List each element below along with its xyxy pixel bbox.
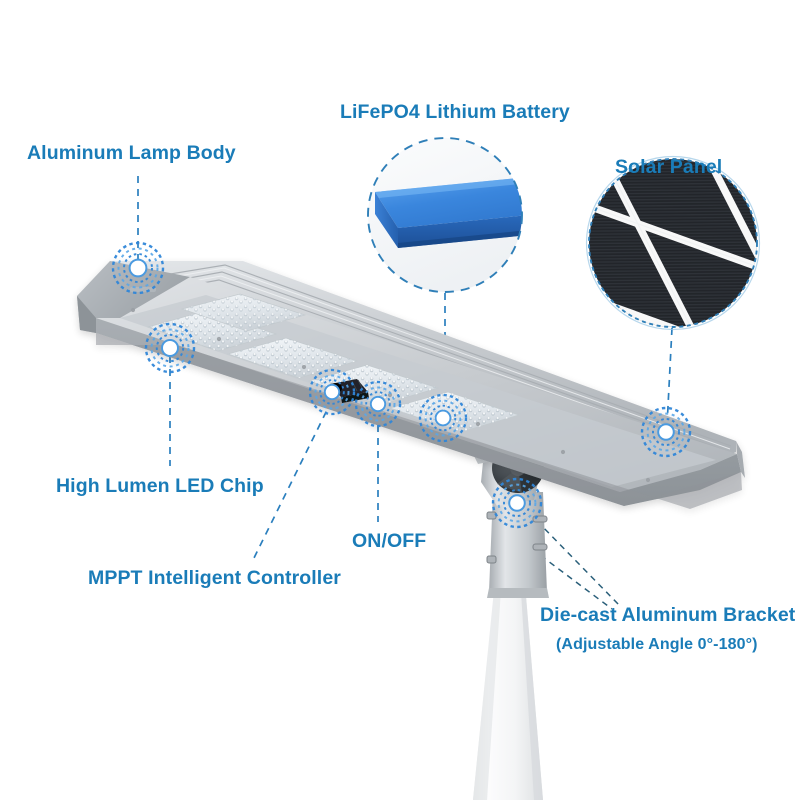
led-module — [180, 293, 307, 332]
marker-on-off[interactable] — [354, 380, 402, 428]
hotspot-markers — [111, 241, 692, 529]
marker-aluminum-lamp-body[interactable] — [111, 241, 165, 295]
leader-solar-down — [666, 327, 673, 427]
bracket-bolts — [486, 511, 548, 564]
battery-front-face — [375, 192, 398, 248]
lamp-end-cap-left — [77, 261, 190, 333]
solar-callout — [585, 155, 761, 331]
led-module — [226, 337, 359, 379]
solar-callout-ring — [588, 158, 758, 328]
marker-battery[interactable] — [418, 393, 468, 443]
label-aluminum-lamp-body: Aluminum Lamp Body — [27, 142, 236, 164]
battery-callout-ring — [367, 137, 523, 293]
light-pole — [473, 560, 543, 800]
lamp-front-face — [96, 318, 741, 506]
label-lifepo4-battery: LiFePO4 Lithium Battery — [340, 101, 570, 123]
high-lumen-led-modules — [146, 293, 521, 433]
label-on-off: ON/OFF — [352, 530, 427, 552]
marker-bracket[interactable] — [491, 477, 543, 529]
label-high-lumen-led-chip: High Lumen LED Chip — [56, 475, 264, 497]
lamp-end-cap-right — [736, 441, 745, 478]
label-mppt-controller: MPPT Intelligent Controller — [88, 567, 341, 589]
leader-mppt — [252, 399, 333, 561]
battery-callout — [367, 137, 523, 293]
lamp-body-screws — [130, 307, 651, 483]
marker-solar-panel[interactable] — [640, 406, 692, 458]
battery-callout-content — [375, 178, 522, 248]
solar-callout-content — [589, 159, 757, 327]
aluminum-lamp-body — [77, 261, 745, 509]
leader-lines — [137, 176, 673, 561]
label-solar-panel: Solar Panel — [615, 156, 723, 178]
marker-mppt-controller[interactable] — [308, 368, 356, 416]
marker-led-chip[interactable] — [144, 322, 196, 374]
label-bracket: Die-cast Aluminum Bracket — [540, 604, 796, 626]
leader-bracket-upper — [536, 520, 621, 607]
label-bracket-sub: (Adjustable Angle 0°-180°) — [556, 636, 758, 653]
